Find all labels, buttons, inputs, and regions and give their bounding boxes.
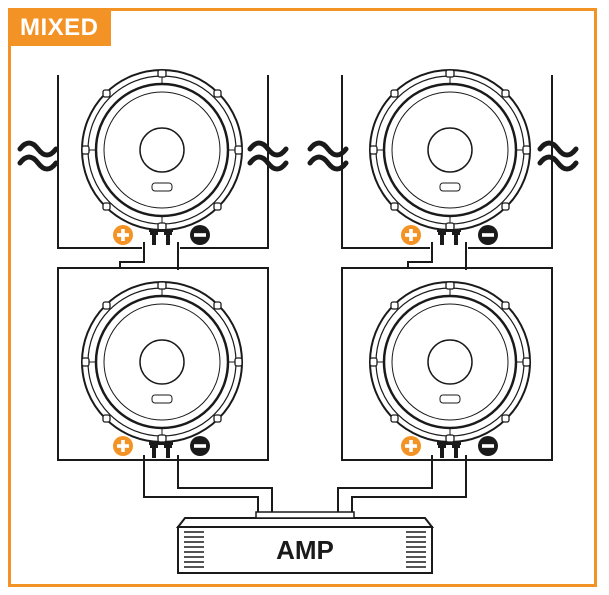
enclosures bbox=[57, 75, 553, 461]
diagram-frame bbox=[8, 8, 597, 587]
wave-icon bbox=[310, 143, 346, 169]
plus-terminal-icon bbox=[401, 436, 421, 456]
minus-terminal-icon bbox=[478, 436, 498, 456]
minus-terminal-icon bbox=[190, 225, 210, 245]
speaker-wires bbox=[119, 242, 467, 518]
speaker-bottom-left bbox=[80, 280, 244, 444]
amplifier-icon: AMP bbox=[175, 511, 435, 574]
speaker-top-left bbox=[80, 68, 244, 232]
speaker-top-right bbox=[368, 68, 532, 232]
plus-terminal-icon bbox=[401, 225, 421, 245]
amp-label: AMP bbox=[276, 535, 334, 565]
plus-terminal-icon bbox=[113, 436, 133, 456]
minus-terminal-icon bbox=[190, 436, 210, 456]
wave-icon bbox=[20, 143, 56, 169]
speaker-bottom-right bbox=[368, 280, 532, 444]
mode-badge: MIXED bbox=[8, 8, 111, 46]
plus-terminal-icon bbox=[113, 225, 133, 245]
wave-icon bbox=[540, 143, 576, 169]
minus-terminal-icon bbox=[478, 225, 498, 245]
